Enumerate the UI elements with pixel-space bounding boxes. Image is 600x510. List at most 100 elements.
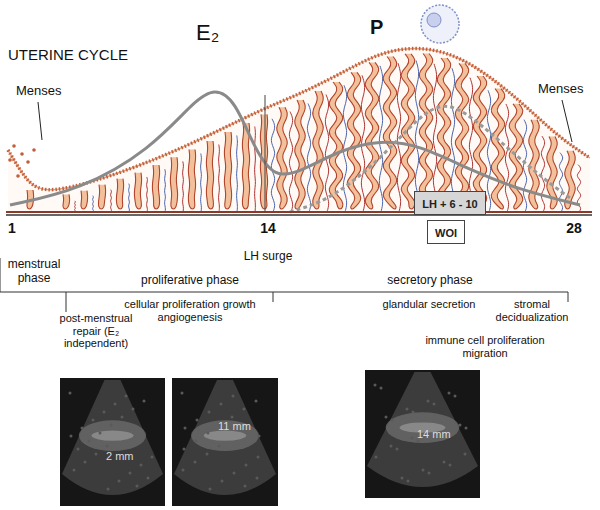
scan-speckle [106, 445, 109, 448]
scan-speckle [110, 424, 113, 427]
scan-speckle [244, 485, 247, 488]
spiral-artery [505, 104, 508, 212]
gland [473, 76, 487, 209]
scan-speckle [449, 464, 452, 467]
leader-line [38, 102, 42, 140]
gland [401, 54, 415, 209]
scan-speckle [220, 403, 223, 406]
gland [116, 179, 123, 209]
menses-debris [16, 174, 20, 178]
scan-speckle [136, 485, 139, 488]
gland [313, 91, 324, 209]
spiral-artery [200, 154, 202, 213]
label: stromal decidualization [482, 298, 582, 323]
scan-speckle [443, 461, 446, 464]
spiral-artery [182, 161, 184, 212]
ultrasound-image: 14 mm [365, 370, 480, 498]
ultrasound-image: 2 mm [60, 378, 165, 506]
spiral-artery [146, 177, 148, 212]
scan-speckle [221, 480, 224, 483]
scan-speckle [380, 387, 383, 390]
spiral-artery [92, 196, 94, 212]
spiral-artery [164, 169, 166, 212]
inner-cell-mass [427, 13, 441, 27]
phase-tick [273, 292, 274, 302]
spiral-artery [289, 112, 292, 212]
scan-speckle [396, 448, 399, 451]
gland [437, 58, 451, 209]
scan-speckle [196, 419, 199, 422]
gland [224, 132, 231, 209]
scan-speckle [233, 472, 236, 475]
endometrium [8, 46, 590, 212]
label: proliferative phase [110, 274, 270, 288]
label: Menses [16, 84, 62, 99]
scan-speckle [427, 400, 430, 403]
gland [383, 57, 397, 210]
gland [347, 72, 361, 209]
endometrium-body [8, 46, 590, 212]
label: glandular secretion [374, 298, 484, 311]
label-box: LH + 6 - 10 [414, 191, 485, 215]
endometrium-surface [8, 49, 590, 190]
gland [206, 141, 213, 209]
spiral-artery [523, 120, 526, 212]
phase-tick [0, 258, 1, 292]
scan-speckle [391, 419, 394, 422]
scan-echo [191, 420, 259, 451]
estradiol-curve [10, 92, 580, 205]
menses-debris [26, 160, 30, 164]
spiral-artery [218, 145, 220, 213]
scan-speckle [422, 469, 425, 472]
hormone-curves [10, 92, 580, 212]
scan-speckle [464, 453, 467, 456]
scan-fan [174, 380, 276, 495]
scan-speckle [181, 392, 184, 395]
measurement: 11 mm [218, 420, 251, 432]
measurement: 2 mm [106, 450, 134, 462]
scan-speckle [92, 419, 95, 422]
box-label: WOI [435, 227, 457, 239]
scan-fan [62, 380, 163, 495]
scan-speckle [132, 408, 135, 411]
label: E₂ [196, 20, 219, 45]
label: menstrual phase [2, 258, 66, 286]
scan-speckle [465, 427, 468, 430]
gland [188, 149, 195, 209]
scan-speckle [407, 480, 410, 483]
scan-echo [79, 420, 146, 451]
leader-line [562, 100, 572, 142]
menses-debris [32, 148, 36, 152]
scan-speckle [243, 408, 246, 411]
scan-speckle [256, 477, 259, 480]
label: post-menstrual repair (E₂ independent) [46, 312, 146, 350]
scan-speckle [207, 432, 210, 435]
spiral-artery [271, 119, 274, 212]
menses-debris [20, 152, 24, 156]
measurement: 14 mm [417, 428, 451, 440]
scan-speckle [125, 395, 128, 398]
scan-speckle [257, 456, 260, 459]
scan-speckle [99, 432, 102, 435]
scan-speckle [140, 464, 143, 467]
scan-speckle [459, 424, 462, 427]
label: 28 [566, 220, 582, 236]
scan-speckle [73, 469, 76, 472]
gland [98, 185, 105, 209]
box-label: LH + 6 - 10 [422, 198, 477, 210]
scan-speckle [183, 448, 186, 451]
gland [295, 100, 306, 209]
myometrium-line [6, 211, 592, 213]
scan-speckle [95, 453, 98, 456]
spiral-artery [110, 190, 112, 212]
phase-line [0, 292, 568, 293]
spiral-artery [74, 201, 76, 212]
scan-speckle [118, 480, 121, 483]
scan-fan [367, 372, 478, 487]
scan-speckle [151, 456, 154, 459]
gland [509, 104, 523, 209]
scan-speckle [81, 427, 84, 430]
scan-speckle [390, 445, 393, 448]
scan-speckle [209, 488, 212, 491]
